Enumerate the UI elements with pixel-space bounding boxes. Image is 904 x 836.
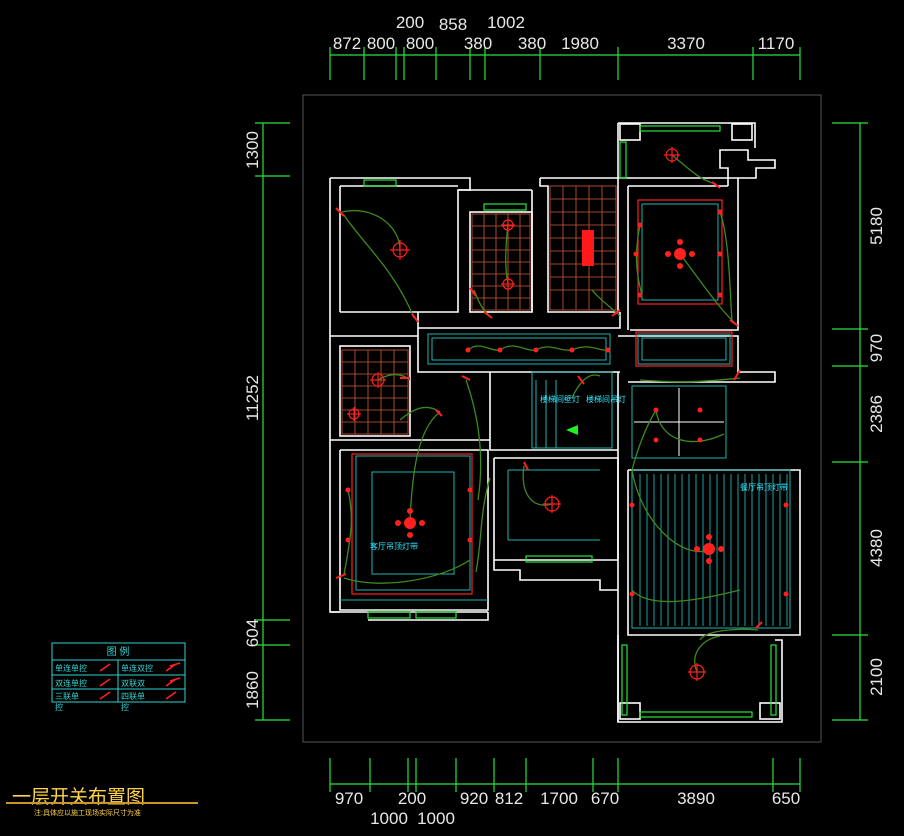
tile-floor-small-room — [341, 349, 409, 435]
dim-bottom-3: 920 — [460, 789, 488, 808]
legend-item-3: 双连单控 — [55, 678, 87, 688]
label-stair-pendant: 楼梯间吊灯 — [586, 394, 626, 404]
legend-tail-2: 控 — [121, 702, 129, 712]
downlights — [345, 209, 789, 597]
bottom-dimension-line: 970 200 920 812 1700 670 3890 650 1000 1… — [329, 758, 801, 828]
ceiling-red-frames — [351, 199, 733, 595]
walls — [329, 122, 801, 723]
dim-right-5: 2100 — [867, 658, 886, 696]
legend-item-1: 单连单控 — [55, 663, 87, 673]
dim-bottom-1: 970 — [335, 789, 363, 808]
dim-bottom-7: 3890 — [677, 789, 715, 808]
dim-left-1: 1300 — [243, 131, 262, 169]
dim-top-1: 872 — [333, 34, 361, 53]
chandeliers — [395, 239, 724, 564]
dim-top-8: 1170 — [758, 34, 795, 53]
label-stair-wall-lamp: 楼梯间壁灯 — [540, 394, 580, 404]
dim-top-3: 800 — [406, 34, 434, 53]
dim-right-1: 5180 — [867, 207, 886, 245]
top-dimension-line: 872 800 800 380 380 1980 3370 1170 200 8… — [329, 13, 801, 80]
legend-item-2: 单连双控 — [121, 663, 153, 673]
dim-top-2: 800 — [367, 34, 395, 53]
drawing-note: 注:具体应以施工现场实际尺寸为准 — [34, 810, 141, 817]
dim-bottom-6: 670 — [591, 789, 619, 808]
legend-item-5: 三联单 — [55, 691, 79, 701]
title-underline — [6, 802, 198, 804]
legend-table: 图 例 单连单控 单连双控 双连单控 双联双 三联单 四联单 控 控 — [51, 642, 186, 712]
dim-top-7: 3370 — [667, 34, 705, 53]
dim-left-2: 11252 — [243, 375, 262, 421]
legend-item-6: 四联单 — [121, 691, 145, 701]
dining-slats — [631, 469, 791, 629]
dim-bottom-lower-1: 1000 — [370, 809, 408, 828]
label-dining-light-strip: 餐厅吊顶灯带 — [740, 482, 788, 492]
dim-right-4: 4380 — [867, 529, 886, 567]
left-dimension-line: 1300 11252 604 1860 — [243, 122, 290, 721]
switch-symbols — [335, 181, 763, 629]
legend-header: 图 例 — [107, 645, 130, 658]
legend-item-4: 双联双 — [121, 679, 145, 688]
windows — [363, 125, 777, 718]
drawing-frame — [302, 94, 822, 743]
dim-bottom-5: 1700 — [540, 789, 578, 808]
dim-top-upper-3: 1002 — [487, 13, 525, 32]
stair-arrow — [566, 425, 578, 435]
dim-top-upper-1: 200 — [396, 13, 424, 32]
dim-right-2: 970 — [867, 334, 886, 362]
dim-bottom-2: 200 — [398, 789, 426, 808]
drawing-title: 一层开关布置图 — [12, 787, 146, 808]
dim-top-6: 1980 — [561, 34, 599, 53]
dim-left-4: 1860 — [243, 671, 262, 709]
window-grid-middle — [634, 388, 724, 456]
dim-bottom-4: 812 — [495, 789, 523, 808]
ceiling-outlines — [340, 203, 731, 601]
dim-top-4: 380 — [464, 34, 492, 53]
dim-top-5: 380 — [518, 34, 546, 53]
dim-right-3: 2386 — [867, 395, 886, 433]
right-dimension-line: 5180 970 2386 4380 2100 — [832, 122, 886, 721]
legend-tail-1: 控 — [55, 702, 63, 712]
dim-left-3: 604 — [243, 619, 262, 647]
wiring — [341, 154, 759, 673]
dim-bottom-8: 650 — [772, 789, 800, 808]
dim-bottom-lower-2: 1000 — [417, 809, 455, 828]
tile-floor-bath-1 — [471, 213, 531, 311]
bath-heater — [582, 230, 594, 266]
dim-top-upper-2: 858 — [439, 15, 467, 34]
label-living-light-strip: 客厅吊顶灯带 — [370, 541, 418, 551]
ceiling-lights — [347, 147, 706, 681]
